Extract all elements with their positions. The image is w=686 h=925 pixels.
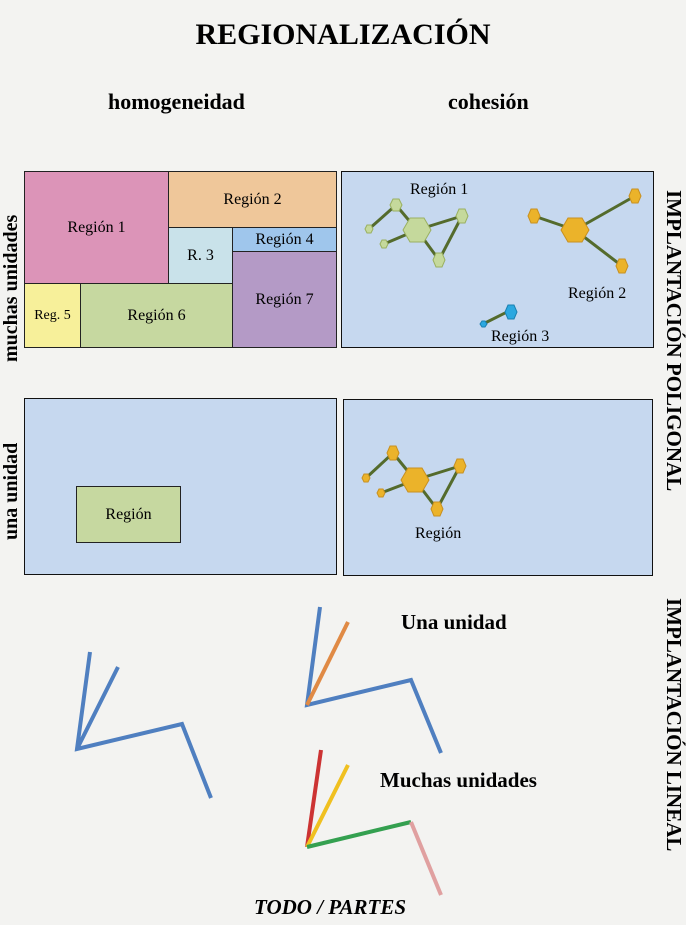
single-region: Región <box>76 486 181 543</box>
region-3: R. 3 <box>168 227 233 284</box>
region-7: Región 7 <box>232 251 337 348</box>
column-header-homogeneity: homogeneidad <box>108 89 245 114</box>
homogeneity-one-panel: Región <box>24 398 337 575</box>
row-label-one-unit: una unidad <box>0 442 22 540</box>
cohesion-single-network-icon <box>361 445 467 517</box>
one-unit-label: Una unidad <box>401 610 507 634</box>
cohesion-single-label: Región <box>415 525 462 542</box>
cohesion-network-icon <box>364 188 642 328</box>
region-1: Región 1 <box>24 171 169 284</box>
region-2: Región 2 <box>168 171 337 228</box>
row-label-many-units: muchas unidades <box>0 214 22 362</box>
side-label-polygonal: IMPLANTACIÓN POLIGONAL <box>662 190 686 492</box>
many-units-label: Muchas unidades <box>380 768 537 792</box>
cohesion-many-panel: Región 1 Región 2 Región 3 <box>341 171 654 348</box>
column-header-cohesion: cohesión <box>448 89 529 114</box>
homogeneity-many-panel: Región 1 Región 2 R. 3 Región 4 Reg. 5 R… <box>24 171 337 348</box>
cohesion-region-2-label: Región 2 <box>568 285 627 302</box>
whole-parts-caption: TODO / PARTES <box>254 895 407 919</box>
region-6: Región 6 <box>80 283 233 348</box>
region-4: Región 4 <box>232 227 337 252</box>
diagram-title: REGIONALIZACIÓN <box>195 18 491 51</box>
region-5: Reg. 5 <box>24 283 81 348</box>
cohesion-one-panel: Región <box>343 399 653 576</box>
cohesion-region-3-label: Región 3 <box>491 328 550 345</box>
side-label-linear: IMPLANTACIÓN LINEAL <box>662 598 686 852</box>
cohesion-region-1-label: Región 1 <box>410 181 469 198</box>
